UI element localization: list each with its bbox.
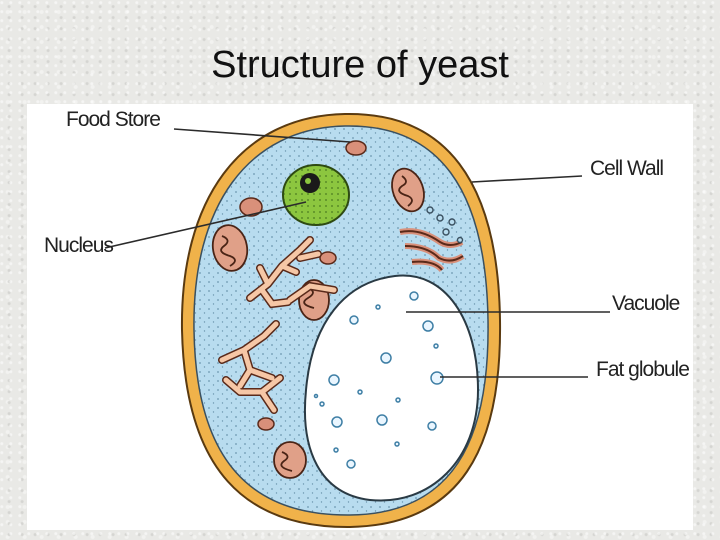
page-title: Structure of yeast: [211, 44, 509, 86]
endoplasmic-reticulum: [218, 236, 338, 414]
leader-lines: [104, 128, 610, 378]
food-stores: [239, 140, 367, 431]
label-fat-globule: Fat globule: [596, 358, 689, 381]
nucleus: [282, 164, 350, 226]
label-nucleus: Nucleus: [44, 234, 113, 257]
label-vacuole: Vacuole: [612, 292, 680, 315]
golgi-bodies: [399, 228, 465, 273]
vesicles: [426, 206, 464, 244]
label-cell-wall: Cell Wall: [590, 157, 663, 180]
fat-globules: [313, 291, 444, 469]
vacuole: [304, 274, 480, 502]
label-food-store: Food Store: [66, 108, 160, 131]
